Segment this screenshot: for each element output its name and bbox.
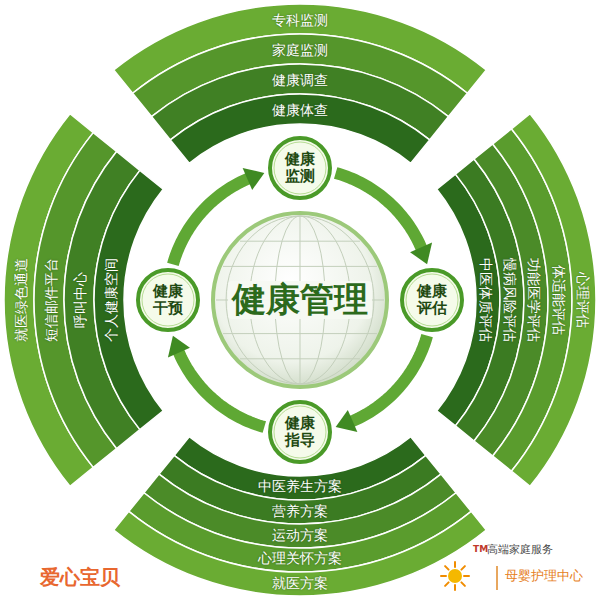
circle-fill — [138, 270, 198, 330]
band-label: 功能医学评估 — [527, 258, 541, 342]
brand-tm: TM — [473, 545, 488, 555]
band-label: 慢病风险评估 — [503, 258, 517, 342]
sun-core — [448, 569, 462, 583]
globe-parallel — [240, 358, 360, 359]
sun-ray — [461, 582, 465, 586]
band-label: 心理关怀方案 — [258, 551, 342, 565]
circle-inner-ring — [274, 406, 326, 458]
sun-ray — [454, 585, 456, 590]
stage-circle: 健康 干预 — [136, 268, 200, 332]
globe-parallel — [240, 241, 360, 242]
band-label: 短信邮件平台 — [44, 258, 58, 342]
sun-logo — [441, 562, 469, 590]
circle-fill — [270, 138, 330, 198]
globe-meridian — [226, 216, 374, 384]
circle-inner-ring — [406, 274, 458, 326]
band-label: 健康调查 — [272, 73, 328, 87]
circle-fill — [402, 270, 462, 330]
stage-circle: 健康 监测 — [268, 136, 332, 200]
sun-ray — [445, 582, 449, 586]
circle-fill — [270, 402, 330, 462]
globe-parallel — [223, 333, 377, 334]
sun-rays — [441, 562, 469, 590]
band-label: 家庭监测 — [272, 43, 328, 57]
band-fill — [114, 511, 487, 596]
sun-ray — [441, 575, 446, 577]
globe-parallel — [223, 266, 377, 267]
arrow-head — [168, 336, 190, 358]
watermark-text: 爱心宝贝 — [40, 566, 120, 588]
stage-label: 健康 指导 — [282, 415, 318, 450]
sun-ray — [464, 575, 469, 577]
brand-name: 母婴护理中心 — [505, 569, 583, 583]
sun-ray — [461, 566, 465, 570]
globe-body — [213, 213, 387, 387]
stage-label: 健康 干预 — [150, 283, 186, 318]
band-label: 体适能评估 — [552, 265, 566, 335]
band-label: 心理评估 — [576, 272, 590, 328]
circle-inner-ring — [274, 142, 326, 194]
brand-tagline: 高端家庭服务 — [487, 544, 553, 556]
band-label: 个人健康空间 — [104, 258, 118, 342]
center-title: 健康管理 — [228, 281, 372, 318]
stage-circle: 健康 指导 — [268, 400, 332, 464]
stage-circle: 健康 评估 — [400, 268, 464, 332]
stage-label: 健康 监测 — [282, 151, 318, 186]
band-label: 运动方案 — [272, 528, 328, 542]
band-label: 呼叫中心 — [73, 272, 87, 328]
circle-inner-ring — [142, 274, 194, 326]
brand-separator — [496, 566, 498, 590]
band-label: 专科监测 — [272, 13, 328, 27]
band-label: 营养方案 — [272, 504, 328, 518]
band-label: 中医养生方案 — [258, 479, 342, 493]
band-fill — [511, 114, 596, 487]
stage-label: 健康 评估 — [414, 283, 450, 318]
arrow-head — [336, 410, 358, 432]
globe-grid — [216, 216, 384, 384]
band-label: 就医方案 — [272, 576, 328, 590]
sun-ray — [445, 566, 449, 570]
sun-ray — [454, 562, 456, 567]
center-globe: 健康管理 — [210, 210, 390, 390]
band-label: 健康体查 — [272, 103, 328, 117]
band-label: 中医体质评估 — [479, 258, 493, 342]
band-label: 就医绿色通道 — [14, 258, 28, 342]
arrow-head — [410, 243, 432, 265]
arrow-head — [243, 168, 265, 190]
